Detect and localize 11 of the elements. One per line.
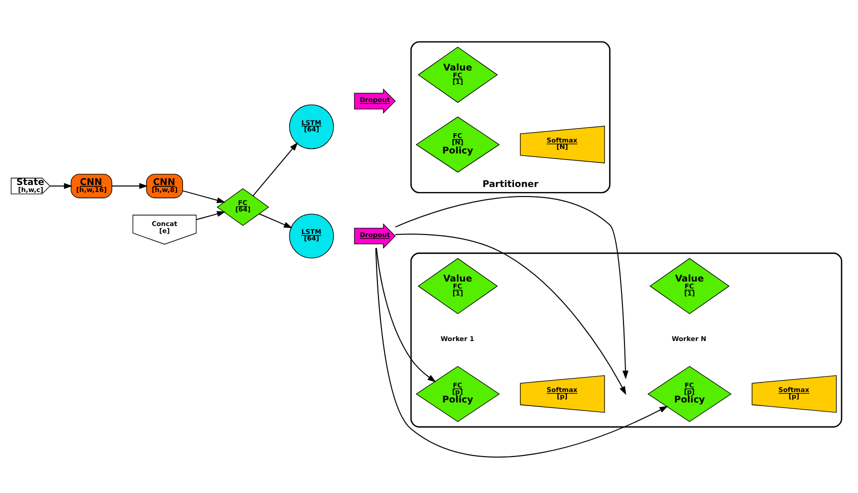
arrow	[375, 247, 668, 458]
arrow	[196, 210, 226, 220]
arrow	[258, 212, 292, 228]
arrow	[111, 182, 148, 189]
arrow	[182, 190, 226, 203]
arrow	[394, 233, 626, 395]
arrow	[376, 246, 436, 382]
arrow	[50, 182, 73, 189]
arrow	[252, 142, 298, 196]
cluster	[410, 252, 842, 428]
arrow	[394, 196, 628, 379]
